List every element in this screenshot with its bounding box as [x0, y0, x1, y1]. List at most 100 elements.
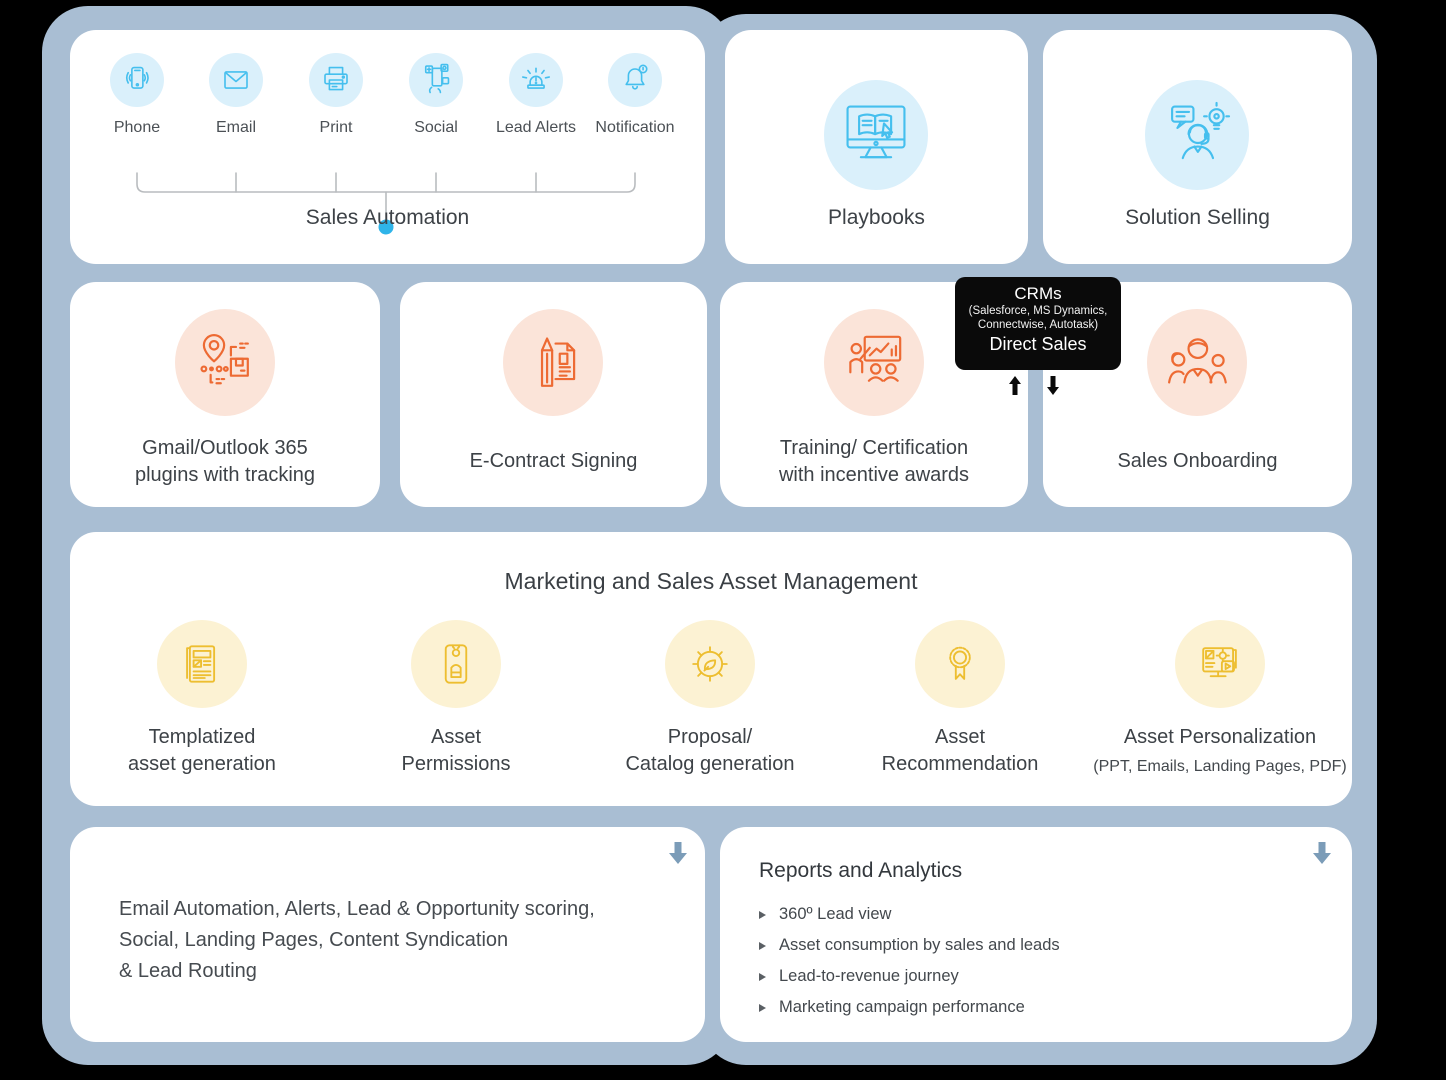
- playbooks-card: Playbooks: [725, 30, 1028, 264]
- channel-label: Social: [414, 119, 458, 136]
- proposal-catalog-item: Proposal/ Catalog generation: [583, 620, 837, 778]
- crm-subtitle-line1: (Salesforce, MS Dynamics,: [968, 305, 1108, 317]
- gear-leaf-icon: [665, 620, 755, 708]
- text-line: & Lead Routing: [119, 960, 257, 982]
- item-label: Asset Permissions: [329, 724, 583, 778]
- sales-automation-card: Phone Email Print: [70, 30, 705, 264]
- item-label: Proposal/ Catalog generation: [583, 724, 837, 778]
- text-line: Email Automation, Alerts, Lead & Opportu…: [119, 898, 595, 920]
- crm-subtitle-line2: Connectwise, Autotask): [977, 319, 1099, 331]
- solution-selling-agent-icon: [1145, 80, 1249, 190]
- marketing-stack-card: Email Automation, Alerts, Lead & Opportu…: [70, 827, 705, 1042]
- title-line: Sales Onboarding: [1117, 450, 1278, 473]
- item-label: Asset Recommendation: [833, 724, 1087, 778]
- contract-signing-icon: [503, 309, 603, 416]
- reports-analytics-card: Reports and Analytics 360º Lead view Ass…: [720, 827, 1352, 1042]
- sales-onboarding-card: Sales Onboarding: [1043, 282, 1352, 507]
- playbooks-monitor-icon: [824, 80, 928, 190]
- sales-team-icon: [1147, 309, 1247, 416]
- channel-bracket-connector: [136, 172, 636, 235]
- text-line: Social, Landing Pages, Content Syndicati…: [119, 929, 509, 951]
- bullet-text: 360º Lead view: [779, 905, 892, 923]
- award-ribbon-icon: [915, 620, 1005, 708]
- econtract-card: E-Contract Signing: [400, 282, 707, 507]
- notification-bell-icon: [608, 53, 662, 107]
- training-card: Training/ Certification with incentive a…: [720, 282, 1028, 507]
- label-line: Recommendation: [881, 753, 1039, 775]
- template-doc-icon: [157, 620, 247, 708]
- label-line: asset generation: [128, 753, 276, 775]
- title-line: plugins with tracking: [134, 464, 316, 486]
- label-line: Asset Personalization: [1123, 726, 1317, 748]
- bullet-text: Lead-to-revenue journey: [779, 967, 959, 985]
- crm-tooltip: CRMs (Salesforce, MS Dynamics, Connectwi…: [955, 277, 1121, 370]
- phone-icon: [110, 53, 164, 107]
- channel-label: Email: [215, 119, 256, 136]
- marketing-stack-text: Email Automation, Alerts, Lead & Opportu…: [119, 894, 595, 987]
- channel-social: Social: [386, 53, 486, 137]
- channel-label: Phone: [113, 119, 161, 136]
- report-bullet-item: Marketing campaign performance: [759, 992, 1060, 1023]
- report-bullet-item: Lead-to-revenue journey: [759, 961, 1060, 992]
- solution-selling-title: Solution Selling: [1125, 206, 1270, 229]
- email-icon: [209, 53, 263, 107]
- channel-print: Print: [286, 53, 386, 137]
- training-title: Training/ Certification with incentive a…: [720, 434, 1028, 490]
- channel-label: Print: [319, 119, 353, 136]
- asset-recommendation-item: Asset Recommendation: [833, 620, 1087, 778]
- title-line: Training/ Certification: [779, 436, 969, 459]
- media-monitor-icon: [1175, 620, 1265, 708]
- playbooks-title: Playbooks: [828, 206, 925, 229]
- label-subtext: (PPT, Emails, Landing Pages, PDF): [1093, 758, 1347, 775]
- crm-title: CRMs: [1014, 284, 1062, 303]
- social-icon: [409, 53, 463, 107]
- econtract-title: E-Contract Signing: [400, 434, 707, 490]
- channel-label: Notification: [595, 119, 675, 136]
- label-line: Templatized: [148, 726, 256, 748]
- asset-management-card: Marketing and Sales Asset Management Tem…: [70, 532, 1352, 806]
- tracking-route-icon: [175, 309, 275, 416]
- sales-automation-title: Sales Automation: [305, 206, 470, 229]
- connector-dot: [378, 219, 394, 235]
- gmail-outlook-card: Gmail/Outlook 365 plugins with tracking: [70, 282, 380, 507]
- bullet-text: Asset consumption by sales and leads: [779, 936, 1060, 954]
- bullet-text: Marketing campaign performance: [779, 998, 1025, 1016]
- title-line: E-Contract Signing: [469, 450, 638, 473]
- title-line: Gmail/Outlook 365: [142, 436, 308, 459]
- label-line: Asset: [934, 726, 986, 748]
- item-label: Templatized asset generation: [75, 724, 329, 778]
- crm-direct-sales-label: Direct Sales: [989, 334, 1087, 354]
- channel-lead-alerts: Lead Alerts: [486, 53, 586, 137]
- asset-personalization-item: Asset Personalization (PPT, Emails, Land…: [1093, 620, 1347, 780]
- reports-bullet-list: 360º Lead view Asset consumption by sale…: [759, 899, 1060, 1023]
- report-bullet-item: Asset consumption by sales and leads: [759, 930, 1060, 961]
- label-line: Permissions: [401, 753, 511, 775]
- asset-management-title: Marketing and Sales Asset Management: [504, 568, 918, 594]
- bullet-triangle-icon: [759, 972, 766, 981]
- permission-badge-icon: [411, 620, 501, 708]
- channel-label: Lead Alerts: [495, 119, 577, 136]
- channel-email: Email: [186, 53, 286, 137]
- channel-notification: Notification: [585, 53, 685, 137]
- flow-down-arrow-icon: [1313, 842, 1331, 864]
- sales-onboarding-title: Sales Onboarding: [1043, 434, 1352, 490]
- title-line: with incentive awards: [778, 464, 970, 486]
- report-bullet-item: 360º Lead view: [759, 899, 1060, 930]
- label-line: Catalog generation: [625, 753, 795, 775]
- bullet-triangle-icon: [759, 941, 766, 950]
- training-presenter-icon: [824, 309, 924, 416]
- asset-permissions-item: Asset Permissions: [329, 620, 583, 778]
- bullet-triangle-icon: [759, 1003, 766, 1012]
- solution-selling-card: Solution Selling: [1043, 30, 1352, 264]
- templatized-asset-item: Templatized asset generation: [75, 620, 329, 778]
- reports-title: Reports and Analytics: [759, 859, 963, 882]
- bullet-triangle-icon: [759, 910, 766, 919]
- lead-alerts-icon: [509, 53, 563, 107]
- flow-down-arrow-icon: [669, 842, 687, 864]
- print-icon: [309, 53, 363, 107]
- down-arrow-icon: [1047, 376, 1059, 395]
- gmail-outlook-title: Gmail/Outlook 365 plugins with tracking: [70, 434, 380, 490]
- channel-phone: Phone: [87, 53, 187, 137]
- label-line: Asset: [430, 726, 482, 748]
